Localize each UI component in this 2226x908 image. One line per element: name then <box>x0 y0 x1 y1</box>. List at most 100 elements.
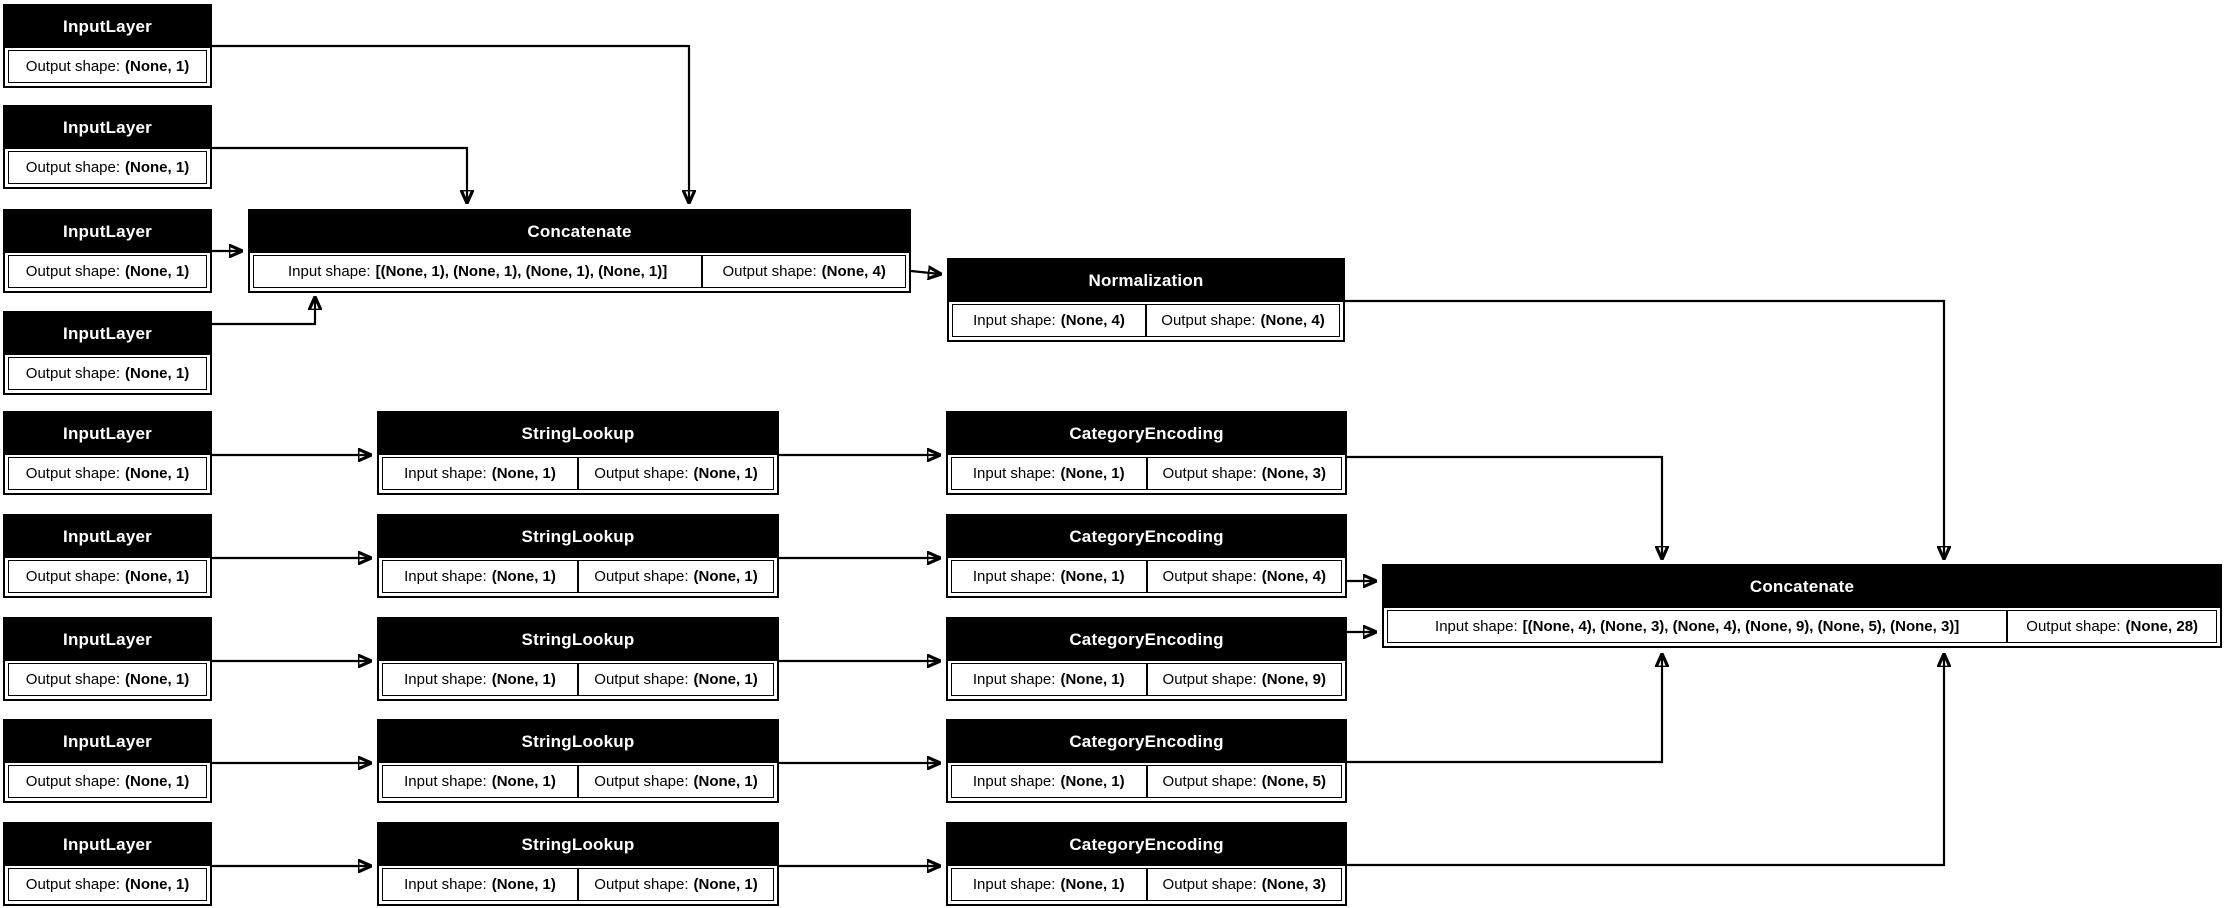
input-shape-value: (None, 1) <box>1060 876 1125 893</box>
output-shape-label: Output shape: <box>25 671 121 688</box>
output-shape-value: (None, 1) <box>125 773 190 790</box>
node-concatenate-2: Concatenate Input shape: [(None, 4), (No… <box>1382 564 2222 648</box>
output-shape-cell: Output shape: (None, 1) <box>578 560 774 593</box>
input-shape-cell: Input shape: (None, 1) <box>382 457 578 490</box>
edge-normalization-to-concat2 <box>1345 299 1944 558</box>
output-shape-label: Output shape: <box>25 876 121 893</box>
output-shape-cell: Output shape: (None, 1) <box>578 765 774 798</box>
layer-title: Concatenate <box>250 211 909 253</box>
shape-row: Input shape: [(None, 1), (None, 1), (Non… <box>250 253 909 291</box>
input-shape-cell: Input shape: (None, 1) <box>382 765 578 798</box>
output-shape-cell: Output shape: (None, 1) <box>578 663 774 696</box>
input-shape-value: (None, 1) <box>1060 671 1125 688</box>
input-shape-label: Input shape: <box>972 568 1056 585</box>
output-shape-cell: Output shape: (None, 1) <box>8 50 207 83</box>
output-shape-label: Output shape: <box>25 568 121 585</box>
output-shape-label: Output shape: <box>1161 312 1256 329</box>
node-category-encoding-row5: CategoryEncoding Input shape: (None, 1) … <box>946 822 1347 906</box>
edge-row1-encoding-to-concat2 <box>1347 455 1662 558</box>
layer-title: StringLookup <box>379 413 777 455</box>
input-shape-cell: Input shape: (None, 1) <box>382 868 578 901</box>
output-shape-value: (None, 1) <box>693 671 758 688</box>
shape-row: Input shape: (None, 1) Output shape: (No… <box>379 455 777 493</box>
input-shape-label: Input shape: <box>972 773 1056 790</box>
shape-row: Input shape: (None, 1) Output shape: (No… <box>948 558 1345 596</box>
input-shape-label: Input shape: <box>404 465 487 482</box>
output-shape-value: (None, 1) <box>693 568 758 585</box>
layer-title: InputLayer <box>5 413 210 455</box>
shape-row: Output shape: (None, 1) <box>5 253 210 291</box>
input-shape-value: (None, 1) <box>491 465 556 482</box>
layer-title: CategoryEncoding <box>948 413 1345 455</box>
node-normalization: Normalization Input shape: (None, 4) Out… <box>947 258 1345 342</box>
input-shape-cell: Input shape: (None, 1) <box>951 457 1147 490</box>
edge-row5-encoding-to-concat2 <box>1347 655 1944 867</box>
output-shape-value: (None, 1) <box>125 876 190 893</box>
input-shape-label: Input shape: <box>1435 618 1518 635</box>
output-shape-label: Output shape: <box>1162 773 1257 790</box>
layer-title: InputLayer <box>5 824 210 866</box>
output-shape-value: (None, 1) <box>693 876 758 893</box>
output-shape-value: (None, 5) <box>1261 773 1326 790</box>
edge-concat1-to-normalization <box>910 271 940 274</box>
node-input-layer-3: InputLayer Output shape: (None, 1) <box>3 209 212 293</box>
input-shape-value: (None, 1) <box>491 876 556 893</box>
input-shape-value: (None, 1) <box>491 773 556 790</box>
input-shape-cell: Input shape: (None, 1) <box>382 560 578 593</box>
output-shape-value: (None, 4) <box>821 263 886 280</box>
output-shape-value: (None, 3) <box>1261 876 1326 893</box>
shape-row: Output shape: (None, 1) <box>5 355 210 393</box>
input-shape-label: Input shape: <box>972 876 1056 893</box>
layer-title: InputLayer <box>5 721 210 763</box>
layer-title: CategoryEncoding <box>948 721 1345 763</box>
output-shape-value: (None, 3) <box>1261 465 1326 482</box>
shape-row: Input shape: (None, 4) Output shape: (No… <box>949 302 1343 340</box>
output-shape-value: (None, 1) <box>125 58 190 75</box>
shape-row: Output shape: (None, 1) <box>5 48 210 86</box>
node-input-layer-row3: InputLayer Output shape: (None, 1) <box>3 617 212 701</box>
shape-row: Input shape: (None, 1) Output shape: (No… <box>948 661 1345 699</box>
input-shape-cell: Input shape: (None, 4) <box>952 304 1146 337</box>
input-shape-label: Input shape: <box>288 263 371 280</box>
output-shape-cell: Output shape: (None, 1) <box>8 151 207 184</box>
input-shape-cell: Input shape: [(None, 4), (None, 3), (Non… <box>1387 610 2008 643</box>
output-shape-label: Output shape: <box>1162 465 1257 482</box>
output-shape-label: Output shape: <box>1162 568 1257 585</box>
input-shape-value: [(None, 1), (None, 1), (None, 1), (None,… <box>375 263 668 280</box>
shape-row: Output shape: (None, 1) <box>5 763 210 801</box>
output-shape-cell: Output shape: (None, 1) <box>8 457 207 490</box>
output-shape-value: (None, 1) <box>125 365 190 382</box>
output-shape-cell: Output shape: (None, 3) <box>1146 868 1342 901</box>
shape-row: Input shape: (None, 1) Output shape: (No… <box>948 763 1345 801</box>
output-shape-value: (None, 4) <box>1260 312 1325 329</box>
input-shape-cell: Input shape: (None, 1) <box>382 663 578 696</box>
shape-row: Input shape: [(None, 4), (None, 3), (Non… <box>1384 608 2220 646</box>
edge-input1-to-concat1 <box>212 44 689 202</box>
node-string-lookup-row5: StringLookup Input shape: (None, 1) Outp… <box>377 822 779 906</box>
node-string-lookup-row3: StringLookup Input shape: (None, 1) Outp… <box>377 617 779 701</box>
output-shape-cell: Output shape: (None, 1) <box>8 560 207 593</box>
shape-row: Input shape: (None, 1) Output shape: (No… <box>379 661 777 699</box>
output-shape-label: Output shape: <box>1162 671 1257 688</box>
output-shape-value: (None, 9) <box>1261 671 1326 688</box>
output-shape-cell: Output shape: (None, 5) <box>1146 765 1342 798</box>
output-shape-value: (None, 1) <box>125 671 190 688</box>
output-shape-label: Output shape: <box>2026 618 2121 635</box>
node-input-layer-row1: InputLayer Output shape: (None, 1) <box>3 411 212 495</box>
output-shape-cell: Output shape: (None, 4) <box>702 255 906 288</box>
output-shape-label: Output shape: <box>25 58 121 75</box>
output-shape-cell: Output shape: (None, 1) <box>8 357 207 390</box>
input-shape-value: (None, 1) <box>491 568 556 585</box>
input-shape-label: Input shape: <box>404 671 487 688</box>
input-shape-label: Input shape: <box>404 773 487 790</box>
output-shape-value: (None, 28) <box>2125 618 2199 635</box>
input-shape-cell: Input shape: (None, 1) <box>951 663 1147 696</box>
layer-title: StringLookup <box>379 824 777 866</box>
output-shape-cell: Output shape: (None, 4) <box>1146 304 1340 337</box>
output-shape-value: (None, 1) <box>125 159 190 176</box>
node-category-encoding-row4: CategoryEncoding Input shape: (None, 1) … <box>946 719 1347 803</box>
node-string-lookup-row1: StringLookup Input shape: (None, 1) Outp… <box>377 411 779 495</box>
output-shape-label: Output shape: <box>594 773 689 790</box>
node-category-encoding-row1: CategoryEncoding Input shape: (None, 1) … <box>946 411 1347 495</box>
